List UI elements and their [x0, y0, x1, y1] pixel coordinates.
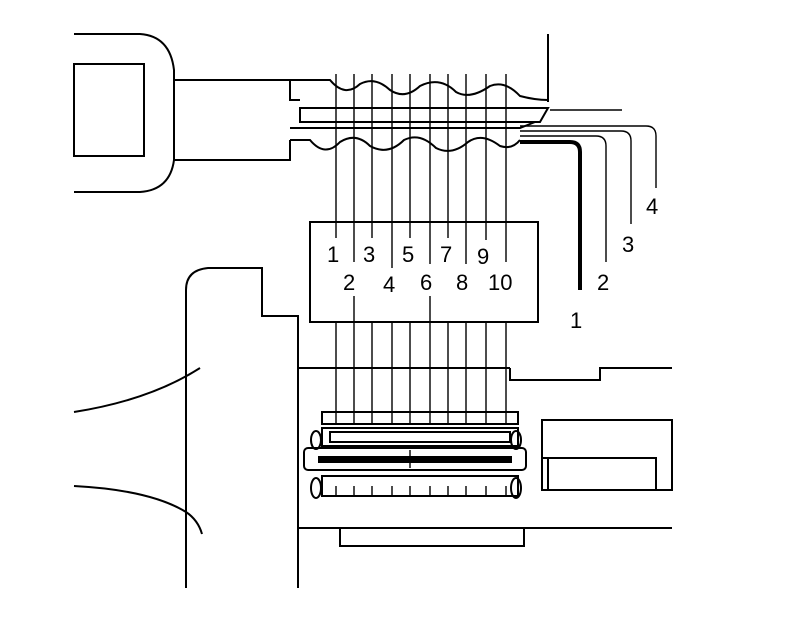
position-lines-in-box	[335, 222, 507, 322]
right-housing-block	[541, 419, 673, 491]
cutter-comb-assembly	[298, 367, 672, 547]
key-head	[73, 33, 300, 193]
position-label-box	[309, 221, 539, 323]
depth-label: 2	[597, 270, 609, 295]
depth-label: 4	[646, 194, 658, 219]
depth-lines	[520, 125, 657, 290]
position-label: 1	[327, 242, 339, 267]
depth-label: 3	[622, 232, 634, 257]
position-label: 2	[343, 270, 355, 295]
position-label: 3	[363, 242, 375, 267]
depth-label: 1	[570, 308, 582, 333]
position-label: 4	[383, 272, 395, 297]
key-blade	[290, 34, 622, 152]
machine-clamp-body	[73, 267, 299, 588]
depth-label-group: 1 2 3 4	[570, 194, 658, 333]
position-label: 7	[440, 242, 452, 267]
position-label: 10	[488, 270, 512, 295]
position-label: 8	[456, 270, 468, 295]
center-slot	[318, 456, 512, 463]
position-label: 5	[402, 242, 414, 267]
position-label-group: 1 2 3 4 5 6 7 8 9 10	[327, 242, 512, 297]
position-label: 9	[477, 244, 489, 269]
position-label: 6	[420, 270, 432, 295]
